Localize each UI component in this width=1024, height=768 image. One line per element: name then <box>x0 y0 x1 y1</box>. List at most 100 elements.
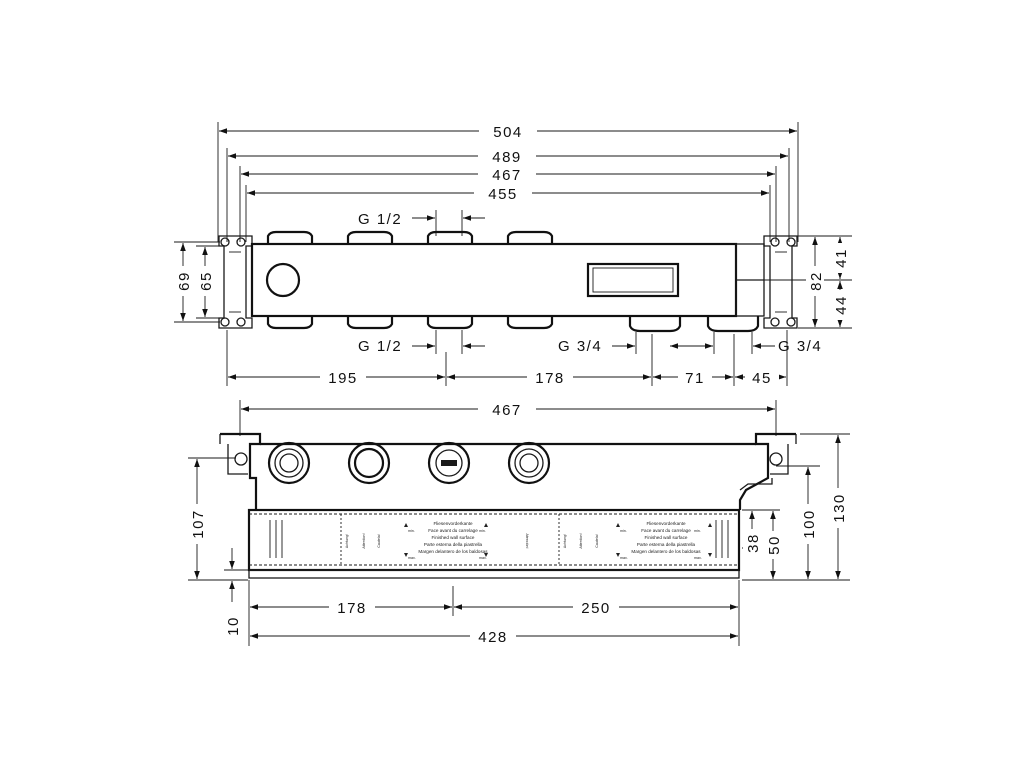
valve-body-top <box>250 242 765 318</box>
label-de: Fliesenvorderkante <box>646 521 686 526</box>
mounting-hole <box>786 237 796 247</box>
limit-max: max. <box>479 556 487 560</box>
warning-de: Achtung! <box>345 534 349 548</box>
dim-71-label: 71 <box>685 370 705 387</box>
display-window <box>586 262 680 298</box>
label-en: Finished wall surface <box>432 535 475 540</box>
thread-bottom-mid-label: G 3/4 <box>558 338 602 355</box>
thread-bottom-right-label: G 3/4 <box>778 338 822 355</box>
dim-107-label: 107 <box>190 509 207 539</box>
dim-467-front-label: 467 <box>492 402 522 419</box>
mounting-hole <box>220 317 230 327</box>
dim-504: 504 <box>219 122 797 141</box>
bottom-connections <box>266 316 760 333</box>
dim-455: 455 <box>247 184 769 203</box>
mounting-hole <box>770 237 780 247</box>
limit-max: max. <box>408 556 416 560</box>
right-height-dims: 82 41 44 <box>740 235 852 329</box>
thread-top-label: G 1/2 <box>358 211 402 228</box>
thread-callout-bottom-right: G 3/4 <box>751 332 822 355</box>
limit-min: min. <box>620 529 627 533</box>
warning-fr: Attention! <box>579 533 583 548</box>
label-fr: Face avant du carrelage <box>641 528 691 533</box>
limit-arrows <box>404 523 712 557</box>
warning-fr: Attention! <box>362 533 366 548</box>
front-right-dims: 38 50 100 130 <box>742 433 850 581</box>
dim-489: 489 <box>228 147 788 166</box>
edge-text-right <box>715 520 729 558</box>
dim-44-label: 44 <box>833 295 850 315</box>
dim-10-label: 10 <box>225 616 242 636</box>
right-bracket <box>763 235 798 329</box>
housing-front <box>219 432 797 510</box>
outlet-port <box>347 441 391 485</box>
dim-10: 10 <box>224 548 248 636</box>
limit-max: max. <box>694 556 702 560</box>
label-en: Finished wall surface <box>645 535 688 540</box>
dim-100-label: 100 <box>801 509 818 539</box>
dim-130-label: 130 <box>831 493 848 523</box>
dim-82-label: 82 <box>808 271 825 291</box>
dim-65-label: 65 <box>198 271 215 291</box>
dim-50-label: 50 <box>766 535 783 555</box>
top-view: 504 489 467 455 G 1/2 <box>174 122 852 387</box>
mounting-hole <box>786 317 796 327</box>
bracket-hole <box>234 452 248 466</box>
mounting-hole <box>236 237 246 247</box>
dim-489-label: 489 <box>492 149 522 166</box>
warning-de: Achtung! <box>563 534 567 548</box>
label-it: Parte esterna della piastrella <box>424 542 483 547</box>
dim-195-label: 195 <box>328 370 358 387</box>
dim-178-label: 178 <box>535 370 565 387</box>
dim-45-label: 45 <box>752 370 772 387</box>
outlet-port <box>267 441 311 485</box>
dim-38-label: 38 <box>745 533 762 553</box>
outlet-ports <box>267 441 551 485</box>
thread-callout-bottom-mid: G 3/4 <box>558 332 715 355</box>
dim-455-label: 455 <box>488 186 518 203</box>
mounting-hole <box>770 317 780 327</box>
thread-callout-bottom-left: G 1/2 <box>358 330 485 355</box>
outlet-port <box>507 441 551 485</box>
mounting-hole <box>220 237 230 247</box>
label-es: Margen delantero de los baldosas <box>418 549 488 554</box>
front-bottom-dims: 178 250 428 <box>248 580 740 646</box>
top-view-extension-lines <box>217 122 799 242</box>
left-bracket <box>218 235 253 329</box>
dim-504-label: 504 <box>493 124 523 141</box>
plaster-label-right: Fliesenvorderkante Face avant du carrela… <box>563 521 702 560</box>
outlet-port <box>427 441 471 485</box>
dim-428-label: 428 <box>478 629 508 646</box>
dim-178-front-label: 178 <box>337 600 367 617</box>
front-view: 467 <box>188 400 850 646</box>
label-fr: Face avant du carrelage <box>428 528 478 533</box>
limit-min: min. <box>408 529 415 533</box>
warning-es: Atención! <box>525 534 529 549</box>
edge-text-left <box>269 520 283 558</box>
dim-250-label: 250 <box>581 600 611 617</box>
dim-467: 467 <box>241 165 775 184</box>
dim-69: 69 <box>174 241 220 323</box>
label-it: Parte esterna della piastrella <box>637 542 696 547</box>
mounting-hole <box>236 317 246 327</box>
thread-bottom-left-label: G 1/2 <box>358 338 402 355</box>
dim-467-front: 467 <box>239 400 777 436</box>
label-es: Margen delantero de los baldosas <box>631 549 701 554</box>
dim-41-label: 41 <box>833 248 850 268</box>
top-connections <box>266 230 554 244</box>
dim-467-label: 467 <box>492 167 522 184</box>
limit-min: min. <box>694 529 701 533</box>
bracket-hole <box>769 452 783 466</box>
warning-it: Cautela! <box>595 534 599 547</box>
plaster-guard: Fliesenvorderkante Face avant du carrela… <box>247 508 741 579</box>
limit-min: min. <box>479 529 486 533</box>
top-view-spacing-row: 195 178 71 45 <box>226 330 788 387</box>
warning-it: Cautela! <box>377 534 381 547</box>
plaster-label-left: Fliesenvorderkante Face avant du carrela… <box>345 521 529 560</box>
dim-107: 107 <box>188 457 248 581</box>
label-de: Fliesenvorderkante <box>433 521 473 526</box>
control-knob <box>265 262 301 298</box>
dim-65: 65 <box>196 245 222 319</box>
dim-69-label: 69 <box>176 271 193 291</box>
